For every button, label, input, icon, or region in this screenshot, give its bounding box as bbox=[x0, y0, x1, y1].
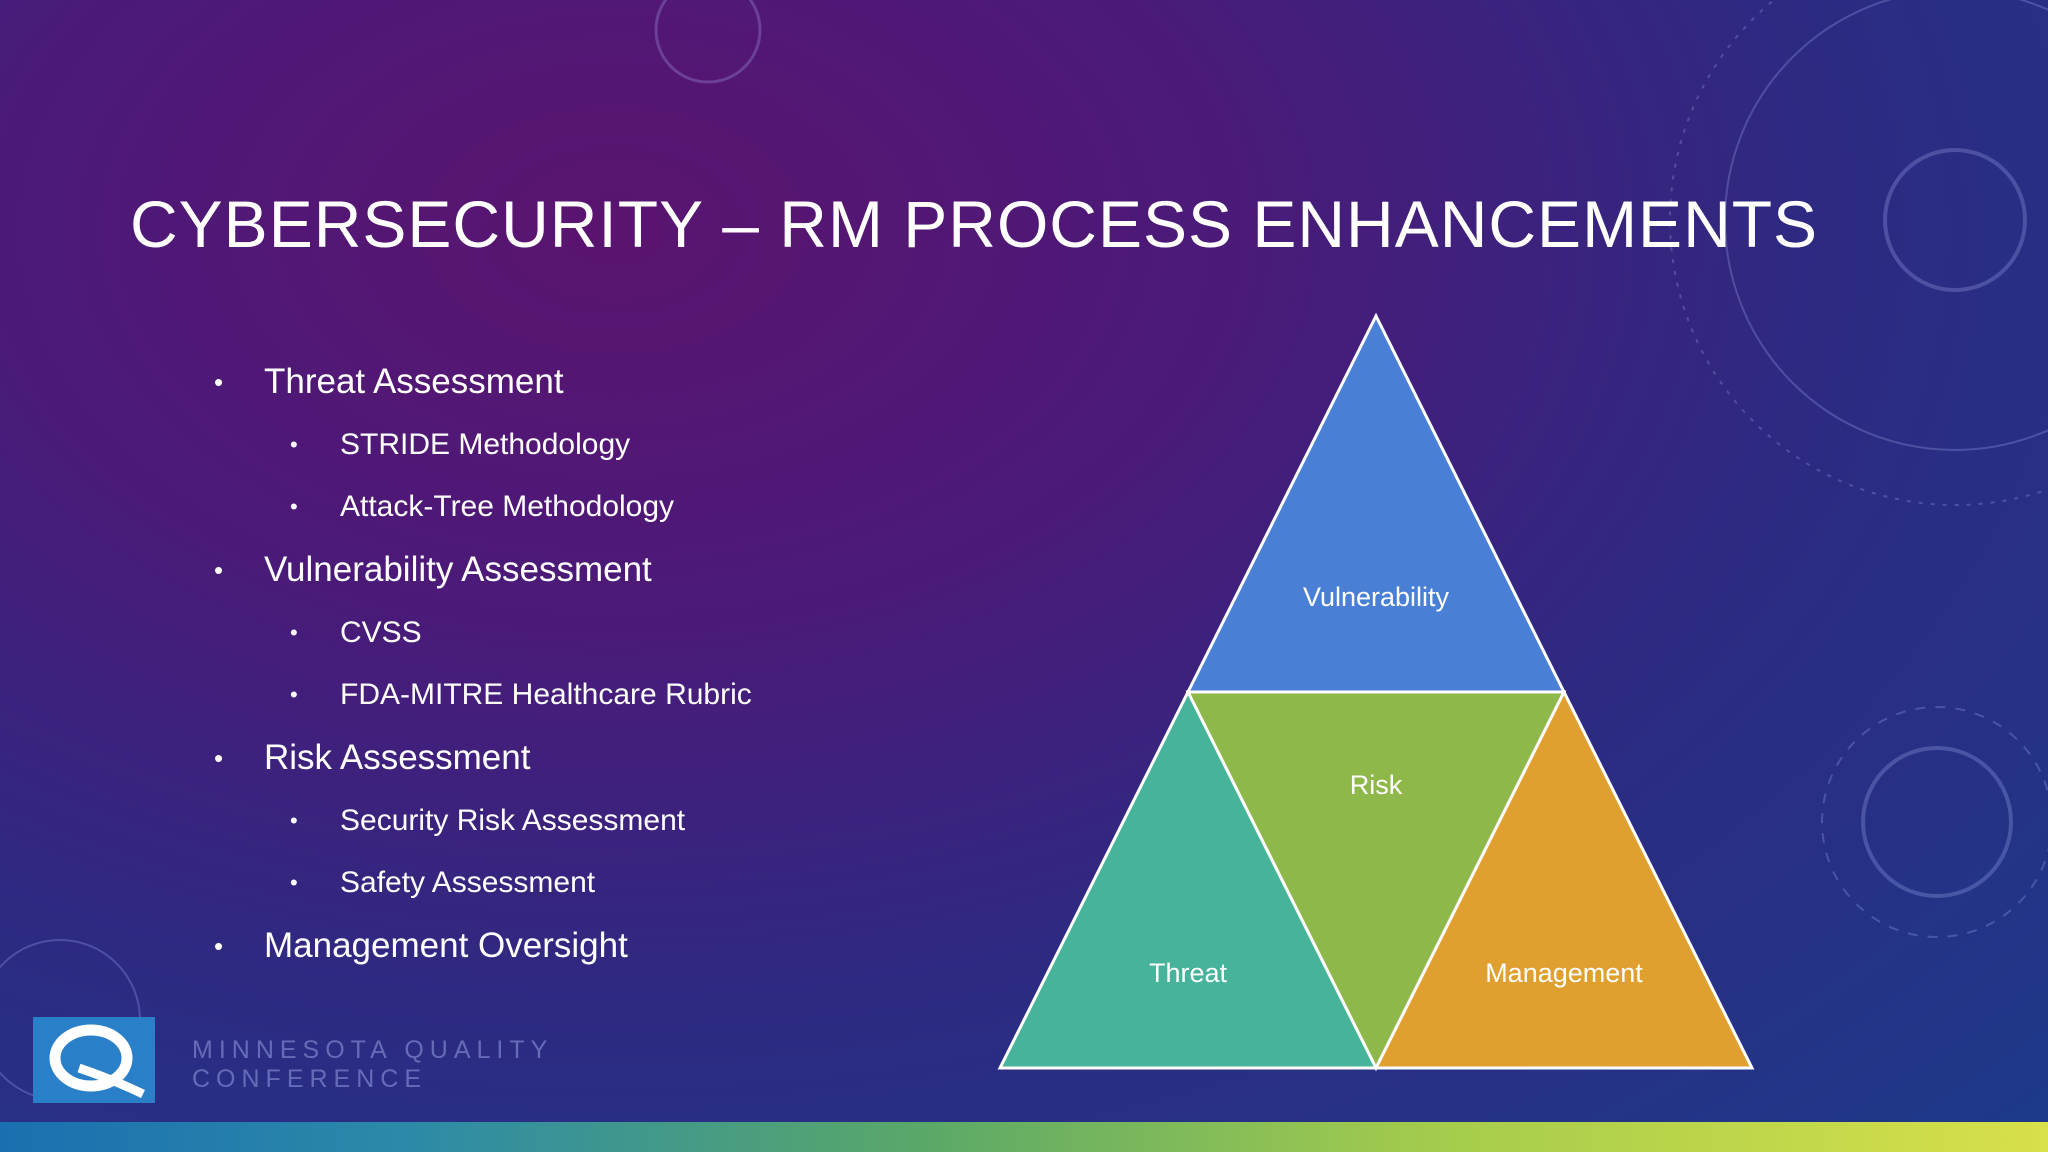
bullet-text: Safety Assessment bbox=[340, 866, 596, 899]
bullet-management-oversight: • Management Oversight bbox=[214, 914, 934, 978]
bullet-text: Attack-Tree Methodology bbox=[340, 490, 675, 523]
bullet-list: • Threat Assessment • STRIDE Methodology •… bbox=[214, 350, 934, 978]
threat-triangle bbox=[997, 688, 1379, 1070]
bullet-risk-assessment: • Risk Assessment bbox=[214, 726, 934, 790]
conference-name: MINNESOTA QUALITY CONFERENCE bbox=[192, 1036, 554, 1093]
bullet-stride: • STRIDE Methodology bbox=[214, 414, 934, 476]
bullet-security-risk: • Security Risk Assessment bbox=[214, 790, 934, 852]
vulnerability-label: Vulnerability bbox=[1303, 582, 1450, 612]
threat-label: Threat bbox=[1149, 958, 1228, 988]
bullet-dot: • bbox=[290, 494, 298, 519]
conference-logo bbox=[33, 1017, 155, 1103]
bullet-dot: • bbox=[214, 366, 224, 397]
bullet-dot: • bbox=[290, 432, 298, 457]
bullet-text: STRIDE Methodology bbox=[340, 428, 631, 461]
bullet-dot: • bbox=[214, 742, 224, 773]
bullet-dot: • bbox=[290, 682, 298, 707]
bullet-text: Vulnerability Assessment bbox=[264, 550, 652, 589]
bullet-attack-tree: • Attack-Tree Methodology bbox=[214, 476, 934, 538]
bullet-safety: • Safety Assessment bbox=[214, 852, 934, 914]
bullet-text: CVSS bbox=[340, 616, 422, 649]
bullet-text: Security Risk Assessment bbox=[340, 804, 686, 837]
bullet-dot: • bbox=[214, 930, 224, 961]
bullet-fda-mitre: • FDA-MITRE Healthcare Rubric bbox=[214, 664, 934, 726]
bullet-dot: • bbox=[290, 808, 298, 833]
bullet-text: Management Oversight bbox=[264, 926, 628, 965]
bullet-dot: • bbox=[290, 870, 298, 895]
bullet-text: Risk Assessment bbox=[264, 738, 531, 777]
q-logo-icon bbox=[49, 1024, 145, 1099]
bullet-dot: • bbox=[290, 620, 298, 645]
bullet-dot: • bbox=[214, 554, 224, 585]
risk-label: Risk bbox=[1350, 770, 1403, 800]
bottom-color-bar bbox=[0, 1122, 2048, 1152]
management-label: Management bbox=[1485, 958, 1643, 988]
bullet-cvss: • CVSS bbox=[214, 602, 934, 664]
slide-title: CYBERSECURITY – RM PROCESS ENHANCEMENTS bbox=[130, 187, 1819, 261]
bullet-text: FDA-MITRE Healthcare Rubric bbox=[340, 678, 752, 711]
management-triangle bbox=[1373, 688, 1755, 1070]
risk-pyramid-diagram: Vulnerability Risk Threat Management bbox=[997, 312, 1755, 1072]
bullet-text: Threat Assessment bbox=[264, 362, 564, 401]
bullet-vulnerability-assessment: • Vulnerability Assessment bbox=[214, 538, 934, 602]
vulnerability-triangle bbox=[1185, 312, 1567, 694]
bullet-threat-assessment: • Threat Assessment bbox=[214, 350, 934, 414]
